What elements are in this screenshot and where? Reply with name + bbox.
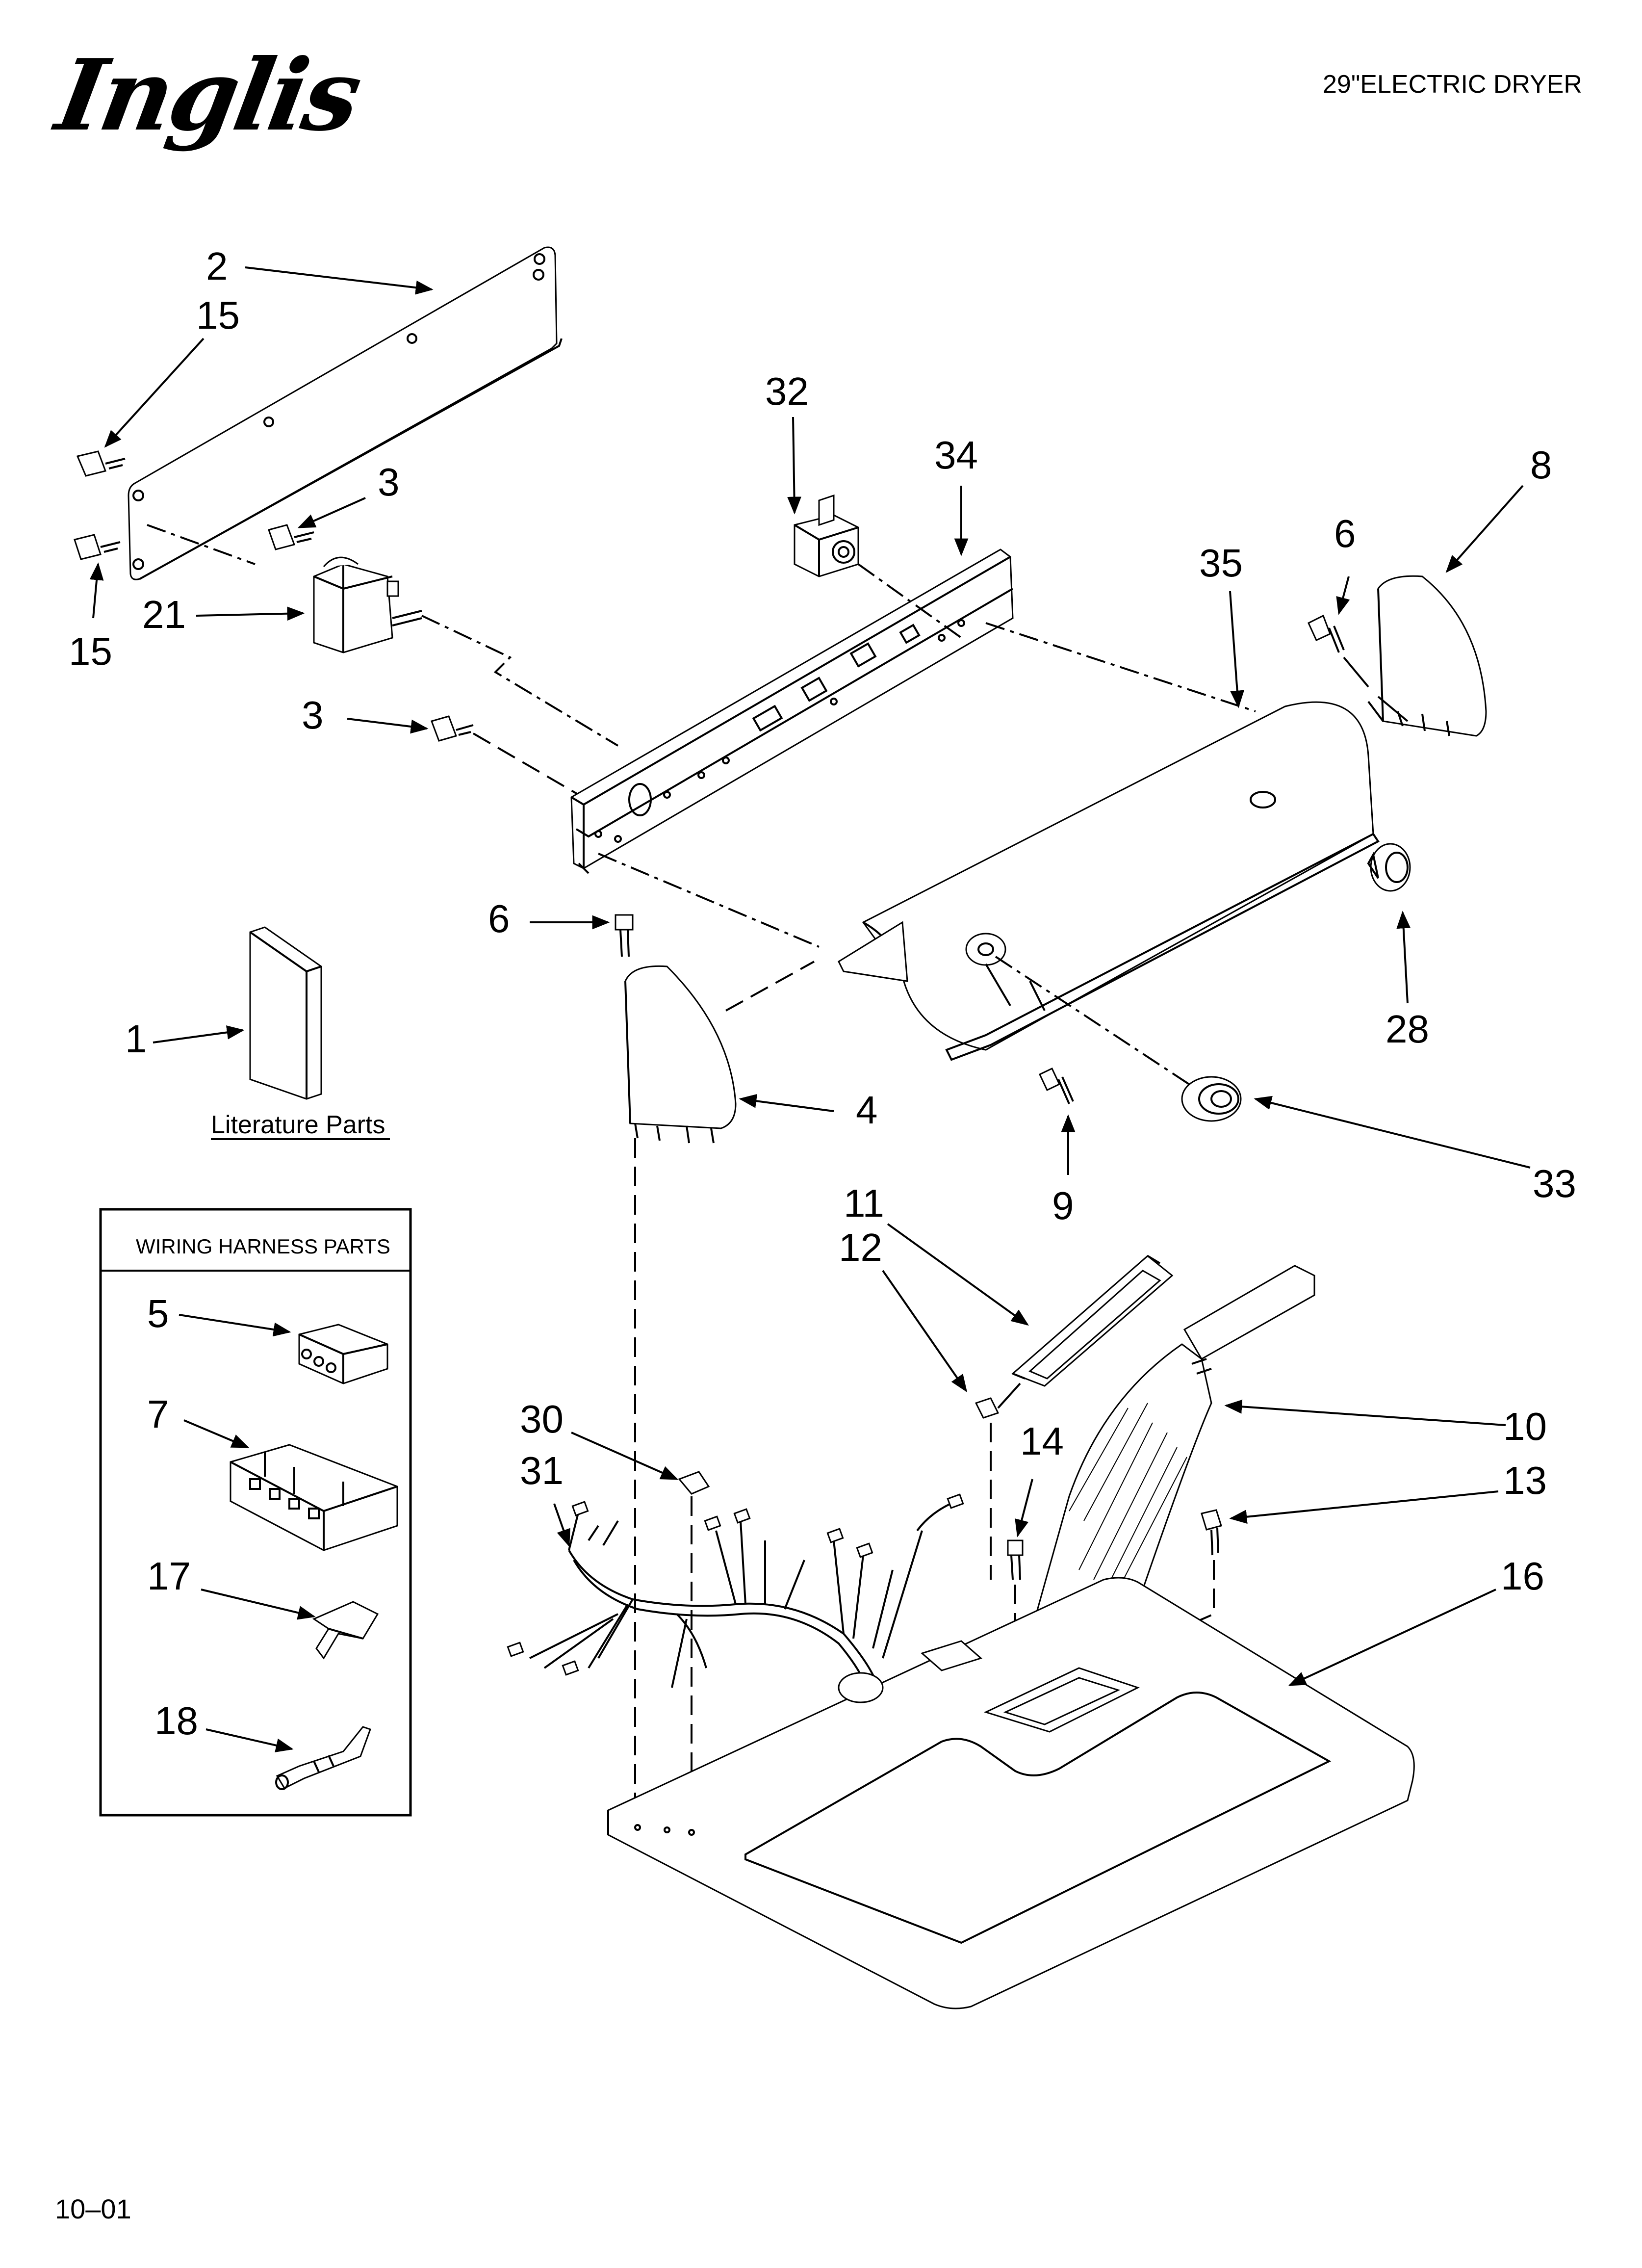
screw-6-right — [1308, 614, 1369, 688]
wiring-box-title: WIRING HARNESS PARTS — [136, 1235, 390, 1258]
callout-6-left: 6 — [488, 897, 510, 940]
callout-18: 18 — [154, 1699, 198, 1743]
knob-part-28 — [1367, 843, 1411, 892]
literature-part-1: Literature Parts — [211, 926, 390, 1140]
end-cap-part-4 — [624, 961, 815, 1144]
callout-labels: 2 15 3 21 15 3 32 34 8 6 35 6 28 1 4 9 3… — [69, 244, 1576, 1743]
callout-15-lower: 15 — [69, 629, 112, 673]
callout-6-right: 6 — [1334, 512, 1356, 555]
top-panel-part-16 — [607, 1577, 1415, 2009]
connector-part-5 — [298, 1324, 388, 1384]
switch-part-32 — [794, 494, 859, 577]
screw-15-lower — [74, 534, 121, 560]
callout-31: 31 — [520, 1449, 564, 1492]
console-part-35 — [838, 701, 1380, 1100]
callout-3-upper: 3 — [378, 460, 400, 504]
callout-11: 11 — [844, 1181, 884, 1225]
callout-16: 16 — [1501, 1554, 1544, 1598]
callout-30: 30 — [520, 1397, 564, 1441]
terminal-block-part-7 — [230, 1444, 398, 1551]
callout-32: 32 — [765, 369, 809, 413]
door-switch-part-11 — [1011, 1255, 1174, 1387]
screw-15-upper — [76, 450, 126, 477]
document-title: 29"ELECTRIC DRYER — [1323, 70, 1582, 99]
callout-13: 13 — [1503, 1459, 1547, 1502]
wiring-harness-part-31 — [507, 1493, 964, 1693]
callout-1: 1 — [125, 1017, 147, 1061]
clip-part-17 — [312, 1601, 379, 1660]
callout-14: 14 — [1020, 1419, 1064, 1463]
callout-35: 35 — [1199, 541, 1243, 585]
callout-5: 5 — [147, 1292, 169, 1335]
literature-label: Literature Parts — [211, 1111, 385, 1139]
callout-4: 4 — [856, 1088, 878, 1132]
rear-panel-part — [128, 246, 563, 580]
screw-3-upper — [268, 524, 314, 550]
callout-10: 10 — [1503, 1405, 1547, 1448]
lamp-socket-part-12 — [975, 1382, 1021, 1580]
callout-3-lower: 3 — [302, 693, 324, 737]
screw-9 — [1039, 1067, 1074, 1104]
knob-part-33 — [1181, 1076, 1242, 1122]
callout-2: 2 — [206, 244, 228, 288]
timer-part-21 — [147, 524, 619, 747]
callout-15-upper: 15 — [196, 293, 240, 337]
callout-7: 7 — [147, 1392, 169, 1436]
screw-3-lower — [431, 715, 580, 796]
date-code: 10–01 — [55, 2193, 131, 2224]
callout-8: 8 — [1530, 443, 1552, 487]
callout-21: 21 — [142, 593, 186, 636]
wiring-harness-parts-box: WIRING HARNESS PARTS — [99, 1208, 412, 1817]
callout-12: 12 — [839, 1225, 882, 1269]
callout-17: 17 — [147, 1554, 191, 1598]
console-bracket-part-34 — [570, 548, 1256, 948]
terminal-part-18 — [275, 1726, 371, 1790]
screw-6-left — [615, 914, 636, 1825]
end-cap-part-8 — [1367, 575, 1487, 737]
callout-28: 28 — [1385, 1007, 1429, 1051]
callout-33: 33 — [1533, 1162, 1576, 1205]
callout-9: 9 — [1052, 1184, 1074, 1227]
leader-arrows — [89, 266, 1531, 1752]
callout-34: 34 — [934, 433, 978, 477]
